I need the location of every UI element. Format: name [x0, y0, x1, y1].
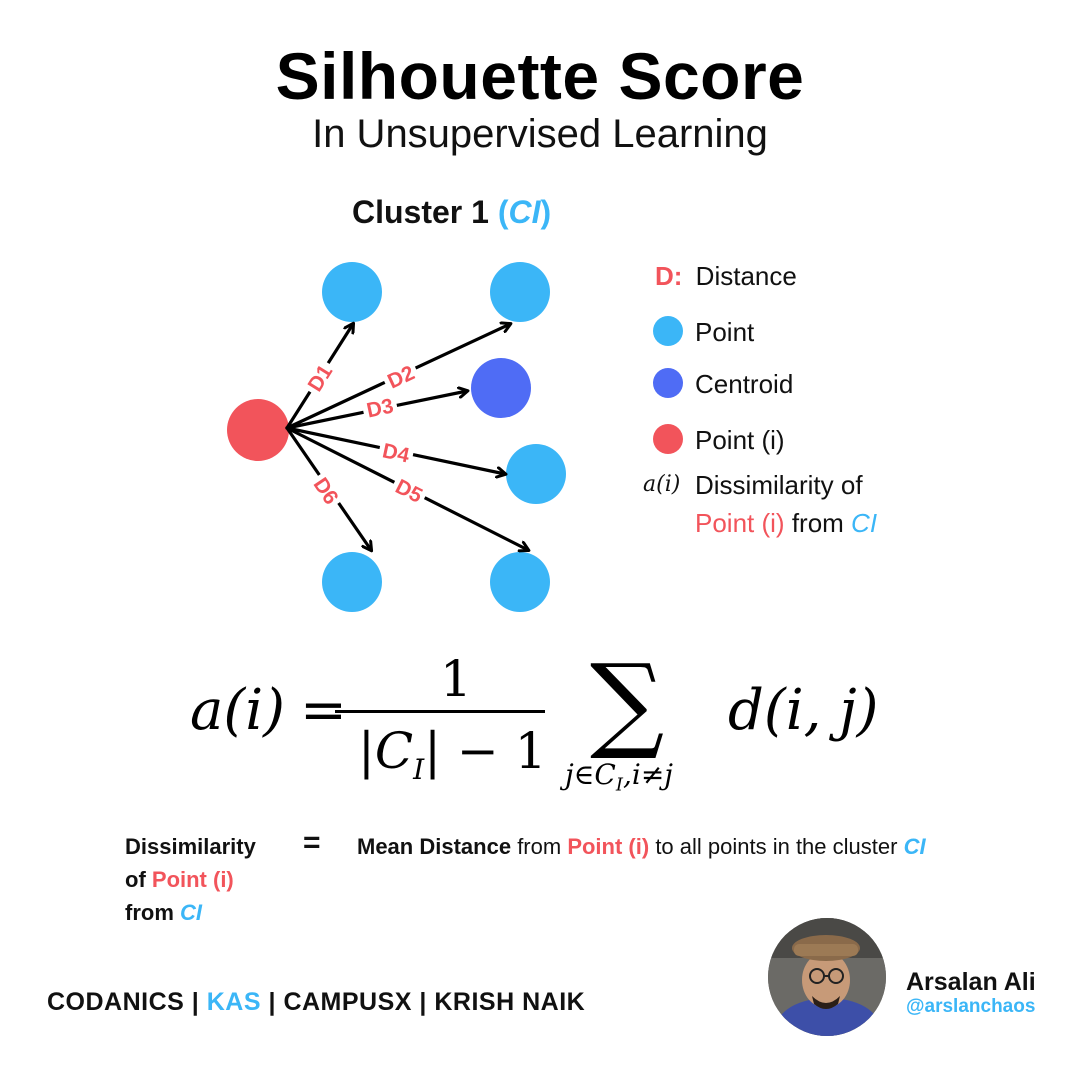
legend-point-i-label: Point (i) [695, 425, 785, 455]
definition-left-from: from [125, 900, 174, 925]
definition-right: Mean Distance from Point (i) to all poin… [357, 830, 926, 863]
legend-ai-label-line2: Point (i) from CI [695, 508, 877, 539]
formula-denominator-sub: I [413, 753, 425, 786]
point-node-top-right [490, 262, 550, 322]
formula-sum-subscript-rest: ,i≠j [622, 758, 673, 791]
point-node-bottom-left [322, 552, 382, 612]
formula-sum-subscript-sub: I [615, 774, 623, 796]
author-avatar [768, 918, 886, 1036]
definition-mean-distance: Mean Distance [357, 834, 512, 859]
centroid-node [471, 358, 531, 418]
definition-left-line3: from CI [125, 896, 256, 929]
edge-label-d4: D4 [380, 439, 411, 467]
formula-lhs: a(i) [190, 678, 285, 743]
credit-krish-naik: KRISH NAIK [434, 988, 586, 1016]
point-node-bottom-right [490, 552, 550, 612]
credit-campusx: CAMPUSX [283, 988, 412, 1016]
formula: a(i) = 1 |CI| − 1 ∑ j∈CI,i≠j d(i, j) [190, 650, 890, 810]
legend-point-dot [653, 316, 683, 346]
formula-numerator: 1 [440, 650, 472, 708]
definition-left-line2: of Point (i) [125, 863, 256, 896]
cluster-tag: CI [508, 194, 541, 230]
credit-kas: KAS [206, 988, 262, 1016]
definition-left-line1: Dissimilarity [125, 834, 256, 859]
legend-centroid-dot [653, 368, 683, 398]
legend-point-i-dot [653, 424, 683, 454]
credit-codanics: CODANICS [47, 988, 185, 1016]
formula-sum-subscript: j∈CI,i≠j [565, 758, 673, 796]
definition-left: Dissimilarity of Point (i) from CI [125, 830, 256, 929]
cluster-tag-close: ) [540, 194, 552, 230]
credit-separator-3: | [419, 988, 427, 1016]
page-subtitle: In Unsupervised Learning [312, 112, 768, 156]
point-node-top-left [322, 262, 382, 322]
formula-denominator-rest: | − 1 [424, 722, 547, 780]
footer-credits: CODANICS | KAS | CAMPUSX | KRISH NAIK [47, 988, 585, 1017]
point-i-node [227, 399, 289, 461]
definition-ci: CI [903, 834, 926, 859]
definition-point-i: Point (i) [567, 834, 650, 859]
legend-ai-from: from [791, 508, 844, 538]
edge-label-d3: D3 [365, 394, 396, 422]
formula-fraction-bar [335, 710, 545, 713]
formula-sum-subscript-main: j∈C [565, 758, 616, 791]
legend-centroid-label: Centroid [695, 369, 794, 399]
author-handle[interactable]: @arslanchaos [906, 996, 1036, 1017]
cluster-tag-open: ( [497, 194, 509, 230]
legend-ai-ci: CI [851, 508, 878, 538]
definition-from: from [517, 834, 562, 859]
page-title: Silhouette Score [275, 39, 805, 113]
legend-distance-key: D: [655, 261, 683, 291]
cluster-label: Cluster 1 [352, 194, 489, 230]
formula-denominator: |CI| − 1 [358, 722, 547, 786]
cluster-diagram: D1 D2 D3 D4 D5 D6 [227, 262, 566, 612]
definition-equals: = [303, 826, 321, 859]
legend-ai-point-i: Point (i) [695, 508, 785, 538]
credit-separator-2: | [268, 988, 276, 1016]
formula-denominator-c: |C [358, 722, 414, 780]
legend-ai-symbol: a(i) [643, 472, 681, 497]
avatar-portrait-icon [768, 918, 886, 1036]
credit-separator-1: | [191, 988, 200, 1016]
definition-to-all-points: to all points in the cluster [655, 834, 898, 859]
legend-point-label: Point [695, 317, 755, 347]
definition-left-of: of [125, 867, 146, 892]
point-node-middle-right [506, 444, 566, 504]
formula-sum-symbol: ∑ [590, 641, 665, 763]
legend-ai-label-line1: Dissimilarity of [695, 470, 863, 500]
cluster-heading: Cluster 1 (CI) [352, 194, 551, 231]
author-name: Arsalan Ali [906, 968, 1036, 996]
definition-left-ci: CI [180, 900, 203, 925]
legend-distance: D: Distance [655, 261, 797, 292]
legend-distance-label: Distance [695, 261, 797, 291]
formula-rhs: d(i, j) [728, 678, 879, 743]
definition-left-point-i: Point (i) [151, 867, 234, 892]
